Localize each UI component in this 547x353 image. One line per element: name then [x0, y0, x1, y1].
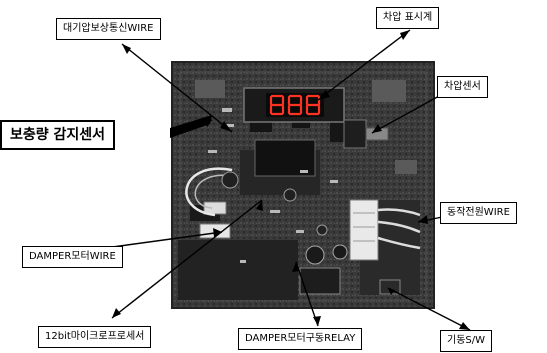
- pressure-sensor: [344, 120, 366, 148]
- label-comp-sensor: 보충량 감지센서: [0, 120, 115, 150]
- label-dp-display: 차압 표시계: [376, 7, 439, 29]
- label-dp-sensor: 차압센서: [437, 76, 488, 98]
- capacitor: [222, 172, 238, 188]
- label-power-wire: 동작전원WIRE: [440, 202, 517, 224]
- label-atm-wire: 대기압보상통신WIRE: [56, 18, 161, 40]
- power-connector: [350, 200, 378, 260]
- label-relay: DAMPER모터구동RELAY: [238, 328, 362, 350]
- label-damper-wire: DAMPER모터WIRE: [22, 246, 123, 268]
- label-micro: 12bit마이크로프로세서: [38, 326, 151, 348]
- label-start-sw: 기동S/W: [440, 330, 492, 352]
